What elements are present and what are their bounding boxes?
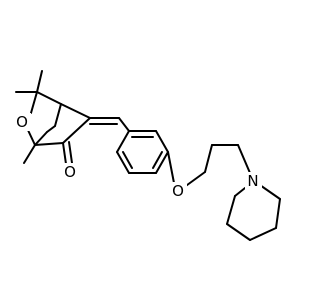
atom-ring-oxygen: O bbox=[16, 113, 28, 131]
bond-bridgehead-to-alkene bbox=[60, 103, 91, 119]
bond-bridgehead-to-ketone bbox=[34, 142, 64, 146]
bond-ar-6 bbox=[116, 130, 130, 153]
atom-ketone-oxygen: O bbox=[64, 163, 76, 181]
bond-gem-to-bridgehead bbox=[36, 91, 62, 105]
bond-pip-5 bbox=[226, 195, 236, 225]
bond-aryl-to-oxygen bbox=[167, 151, 175, 184]
bond-ketone-to-alkene bbox=[62, 117, 91, 144]
bond-ar-inner-2 bbox=[152, 151, 163, 169]
label-bg-nitrogen bbox=[245, 172, 262, 190]
bond-ketone-co-1 bbox=[62, 142, 67, 165]
atom-piperidine-nitrogen: N bbox=[247, 172, 258, 190]
propoxy-chain bbox=[167, 144, 251, 189]
label-bg-ether-oxygen bbox=[170, 182, 187, 200]
bond-bridge-upper bbox=[54, 103, 62, 127]
label-bg-ketone-oxygen bbox=[61, 163, 78, 181]
bond-pip-3 bbox=[249, 227, 277, 241]
bond-methyl-b bbox=[36, 70, 43, 93]
bond-ch2-ch2 bbox=[204, 144, 213, 173]
bond-ar-inner-3 bbox=[122, 151, 133, 169]
bond-ar-2 bbox=[155, 130, 169, 153]
bond-pip-4 bbox=[226, 223, 251, 241]
atom-ether-oxygen: O bbox=[172, 182, 184, 200]
piperidine-ring bbox=[226, 182, 281, 241]
bond-pip-6 bbox=[234, 187, 246, 197]
bond-ar-3 bbox=[155, 151, 169, 174]
benzene-ring bbox=[116, 130, 169, 174]
bond-methyl-c bbox=[23, 144, 36, 164]
label-bg-ring-oxygen bbox=[14, 113, 31, 131]
bond-bridge-lower bbox=[34, 131, 48, 146]
bond-ch2-to-n bbox=[237, 144, 251, 174]
bond-ketone-co-2 bbox=[68, 141, 73, 164]
molecule-structure: O O O N bbox=[14, 70, 281, 241]
bicyclic-core bbox=[15, 70, 91, 165]
bond-bridge-middle bbox=[46, 125, 56, 133]
benzylidene-linker bbox=[89, 117, 130, 132]
bond-pip-2 bbox=[275, 198, 281, 229]
bond-ar-5 bbox=[116, 151, 130, 174]
atom-labels: O O O N bbox=[14, 113, 262, 200]
bond-gem-to-oxygen bbox=[30, 91, 38, 114]
bond-to-benzene bbox=[118, 117, 130, 132]
